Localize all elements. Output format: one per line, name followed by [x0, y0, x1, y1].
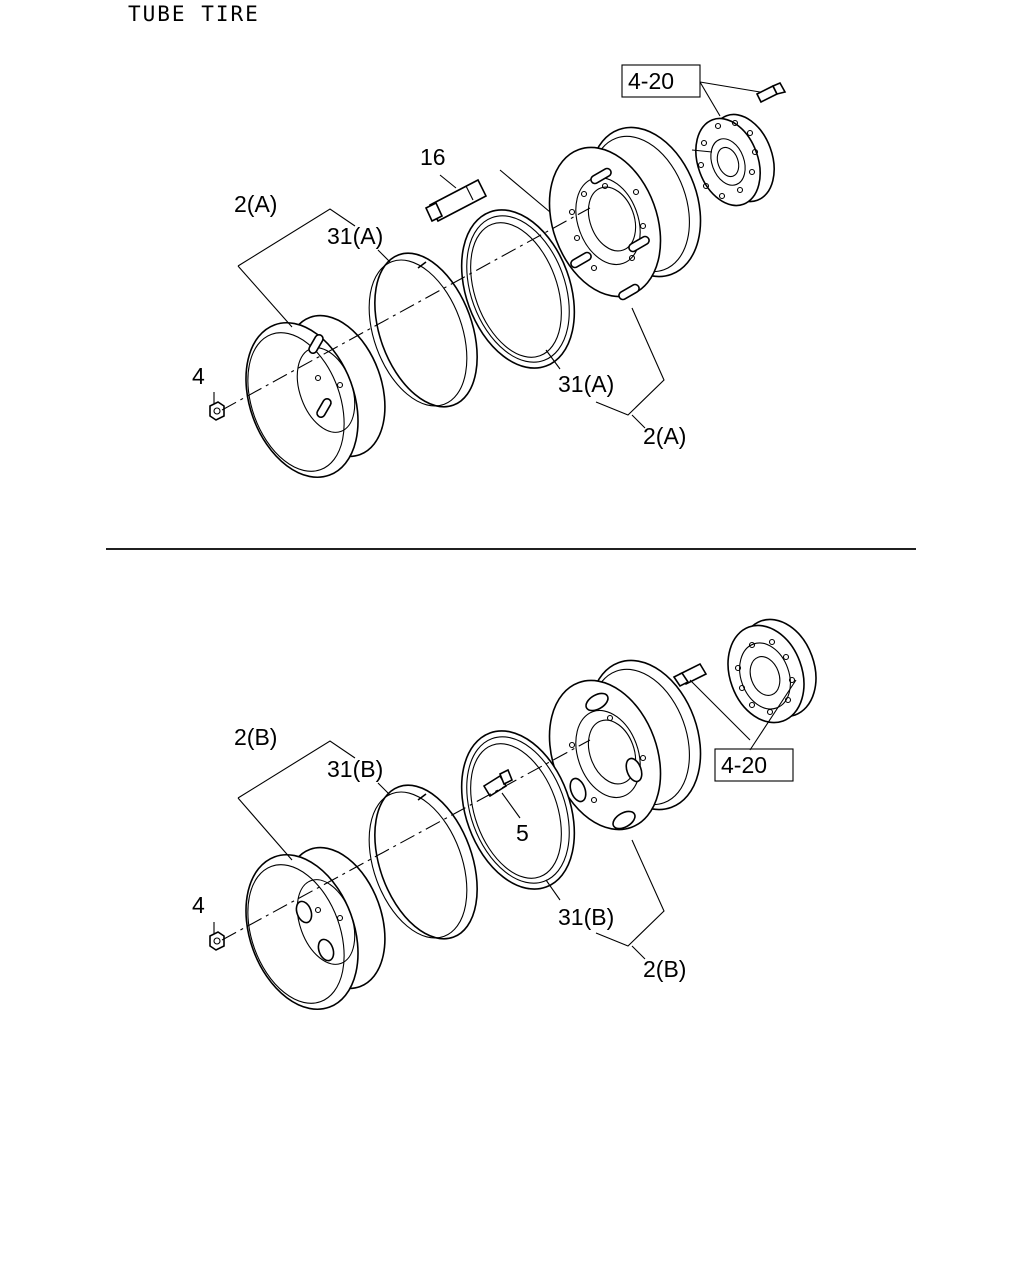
ring-right-b	[460, 730, 576, 890]
section-a	[209, 81, 787, 479]
ring-left-b	[368, 784, 478, 940]
label-hub-ref-a: 4-20	[628, 68, 674, 94]
label-hub-ref-b: 4-20	[721, 752, 767, 778]
rim-right-a	[548, 126, 702, 301]
labels-section-a: 2(A) 31(A) 4 16 31(A) 2(A) 4-20	[192, 64, 701, 449]
label-rim-left-b: 2(B)	[234, 724, 277, 750]
label-ring-right-b: 31(B)	[558, 904, 614, 930]
hub-stud-b	[672, 662, 708, 688]
nut-b	[209, 931, 225, 951]
nut-a	[209, 401, 225, 421]
label-rim-right-a: 2(A)	[643, 423, 686, 449]
section-b	[209, 618, 817, 1011]
rim-left-a	[245, 314, 386, 479]
label-stud: 16	[420, 144, 446, 170]
hub-ref-box-b	[714, 748, 794, 782]
label-ring-right-a: 31(A)	[558, 371, 614, 397]
hub-bolt-a	[755, 81, 787, 104]
hub-b	[727, 618, 817, 724]
label-nut-a: 4	[192, 363, 205, 389]
stud-16	[424, 178, 488, 223]
hub-ref-box-a	[621, 64, 701, 98]
ring-left-a	[368, 252, 478, 408]
label-nut-b: 4	[192, 892, 205, 918]
label-ring-left-b: 31(B)	[327, 756, 383, 782]
label-rim-left-a: 2(A)	[234, 191, 277, 217]
label-ring-left-a: 31(A)	[327, 223, 383, 249]
rim-right-b	[548, 659, 702, 831]
labels-section-b: 2(B) 31(B) 4 5 31(B) 2(B) 4-20	[192, 724, 794, 982]
label-valve: 5	[516, 820, 529, 846]
ring-right-a	[460, 209, 576, 369]
hub-a	[695, 113, 775, 207]
rim-left-b	[245, 846, 386, 1011]
center-axis-a	[221, 207, 591, 411]
center-axis-b	[221, 739, 591, 941]
label-rim-right-b: 2(B)	[643, 956, 686, 982]
diagram-title: TUBE TIRE	[128, 2, 260, 26]
